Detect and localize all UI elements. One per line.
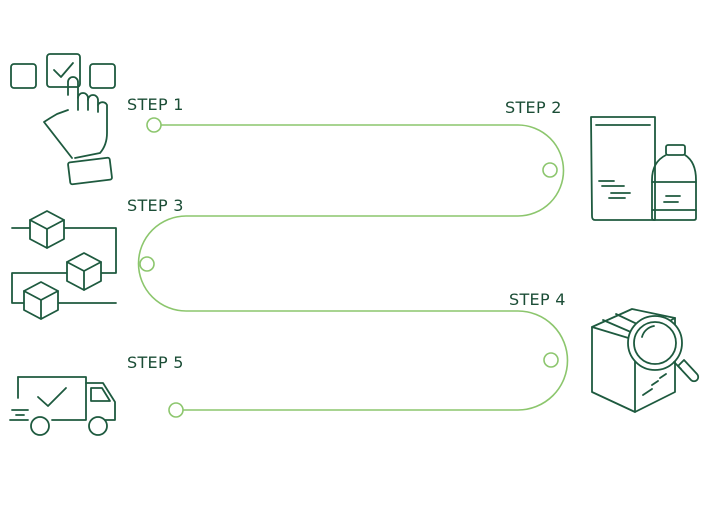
step-4-label: STEP 4 [509, 290, 566, 309]
box-magnifier-icon [591, 308, 700, 413]
conveyor-boxes-icon [11, 210, 117, 320]
process-path [137, 124, 569, 411]
step-2-node [542, 162, 558, 178]
step-5-label: STEP 5 [127, 353, 184, 372]
step-5-node [168, 402, 184, 418]
step-3-node [139, 256, 155, 272]
step-2-label: STEP 2 [505, 98, 562, 117]
pouch-and-bottle-icon [590, 116, 697, 221]
step-3-label: STEP 3 [127, 196, 184, 215]
delivery-truck-icon [9, 376, 116, 436]
step-4-node [543, 352, 559, 368]
step-1-node [146, 117, 162, 133]
step-1-label: STEP 1 [127, 95, 184, 114]
checkbox-select-hand-icon [10, 53, 116, 186]
